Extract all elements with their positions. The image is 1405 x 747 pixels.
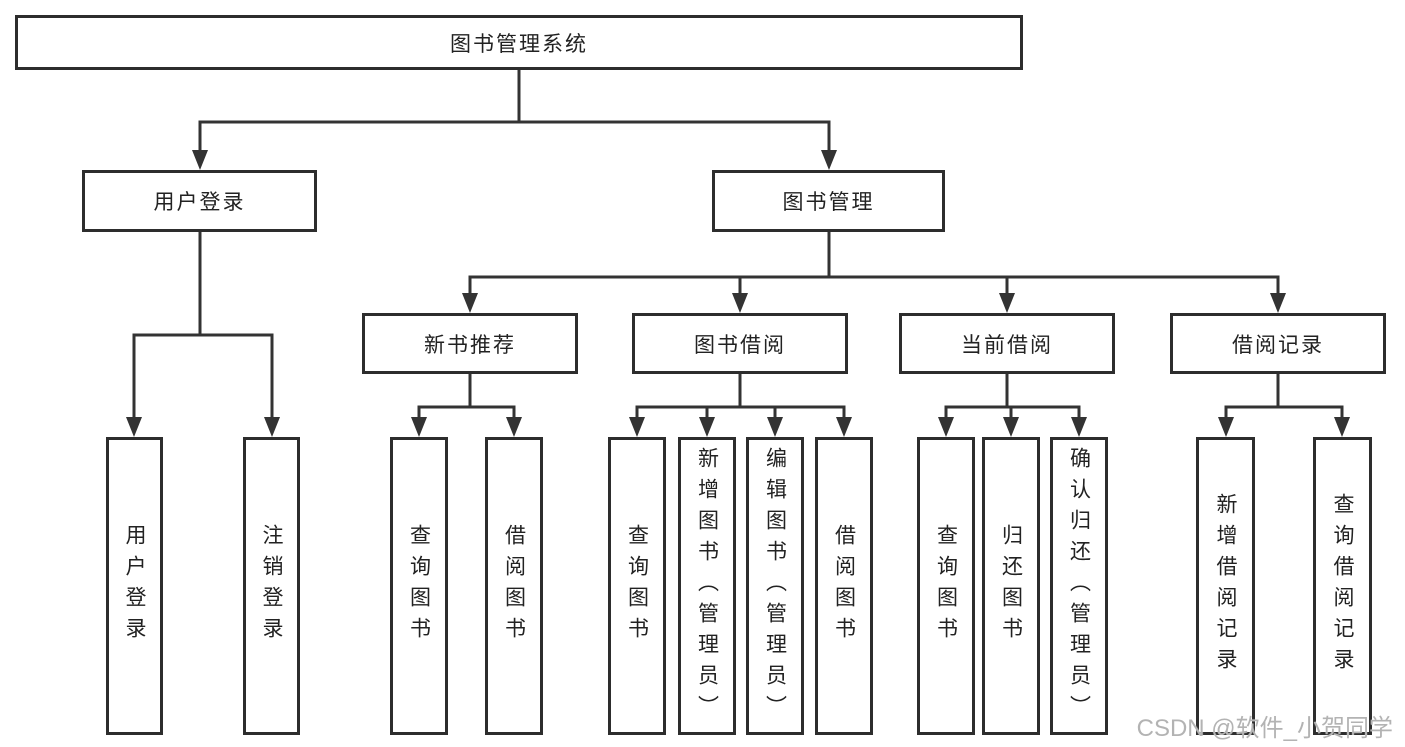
leaf-borrow-book: 借阅图书: [815, 437, 873, 735]
leaf-add-book-admin-label: 新增图书（管理员）: [695, 446, 719, 726]
leaf-query-borrow-record-label: 查询借阅记录: [1331, 493, 1354, 679]
leaf-confirm-return-admin: 确认归还（管理员）: [1050, 437, 1108, 735]
leaf-query-book-current-label: 查询图书: [934, 524, 958, 648]
node-book-borrow: 图书借阅: [632, 313, 848, 374]
leaf-add-book-admin: 新增图书（管理员）: [678, 437, 736, 735]
node-book-management: 图书管理: [712, 170, 945, 232]
leaf-return-book: 归还图书: [982, 437, 1040, 735]
node-book-borrow-label: 图书借阅: [694, 333, 786, 357]
leaf-edit-book-admin: 编辑图书（管理员）: [746, 437, 804, 735]
leaf-query-book-borrow-label: 查询图书: [625, 524, 649, 648]
leaf-return-book-label: 归还图书: [999, 524, 1023, 648]
leaf-query-book-recommend-label: 查询图书: [407, 524, 431, 648]
node-book-management-label: 图书管理: [782, 191, 875, 214]
leaf-edit-book-admin-label: 编辑图书（管理员）: [763, 446, 787, 726]
node-borrow-records-label: 借阅记录: [1232, 333, 1324, 357]
leaf-query-book-borrow: 查询图书: [608, 437, 666, 735]
leaf-query-book-recommend: 查询图书: [390, 437, 448, 735]
leaf-user-login: 用户登录: [106, 437, 163, 735]
leaf-borrow-book-recommend: 借阅图书: [485, 437, 543, 735]
leaf-logout-label: 注销登录: [260, 524, 283, 648]
leaf-query-book-current: 查询图书: [917, 437, 975, 735]
leaf-query-borrow-record: 查询借阅记录: [1313, 437, 1372, 735]
leaf-add-borrow-record: 新增借阅记录: [1196, 437, 1255, 735]
leaf-borrow-book-label: 借阅图书: [832, 524, 856, 648]
node-root-system: 图书管理系统: [15, 15, 1023, 70]
node-new-book-recommend-label: 新书推荐: [424, 333, 516, 357]
node-user-login: 用户登录: [82, 170, 317, 232]
node-borrow-records: 借阅记录: [1170, 313, 1386, 374]
node-current-borrow-label: 当前借阅: [961, 333, 1053, 357]
node-new-book-recommend: 新书推荐: [362, 313, 578, 374]
node-current-borrow: 当前借阅: [899, 313, 1115, 374]
leaf-borrow-book-recommend-label: 借阅图书: [502, 524, 526, 648]
node-root-label: 图书管理系统: [450, 32, 588, 56]
node-user-login-label: 用户登录: [153, 191, 246, 214]
leaf-logout: 注销登录: [243, 437, 300, 735]
leaf-add-borrow-record-label: 新增借阅记录: [1214, 493, 1237, 679]
leaf-user-login-label: 用户登录: [123, 524, 146, 648]
csdn-watermark: CSDN @软件_小贺同学: [1136, 715, 1393, 742]
leaf-confirm-return-admin-label: 确认归还（管理员）: [1067, 446, 1091, 726]
arrow-down-icons: [126, 150, 1350, 437]
